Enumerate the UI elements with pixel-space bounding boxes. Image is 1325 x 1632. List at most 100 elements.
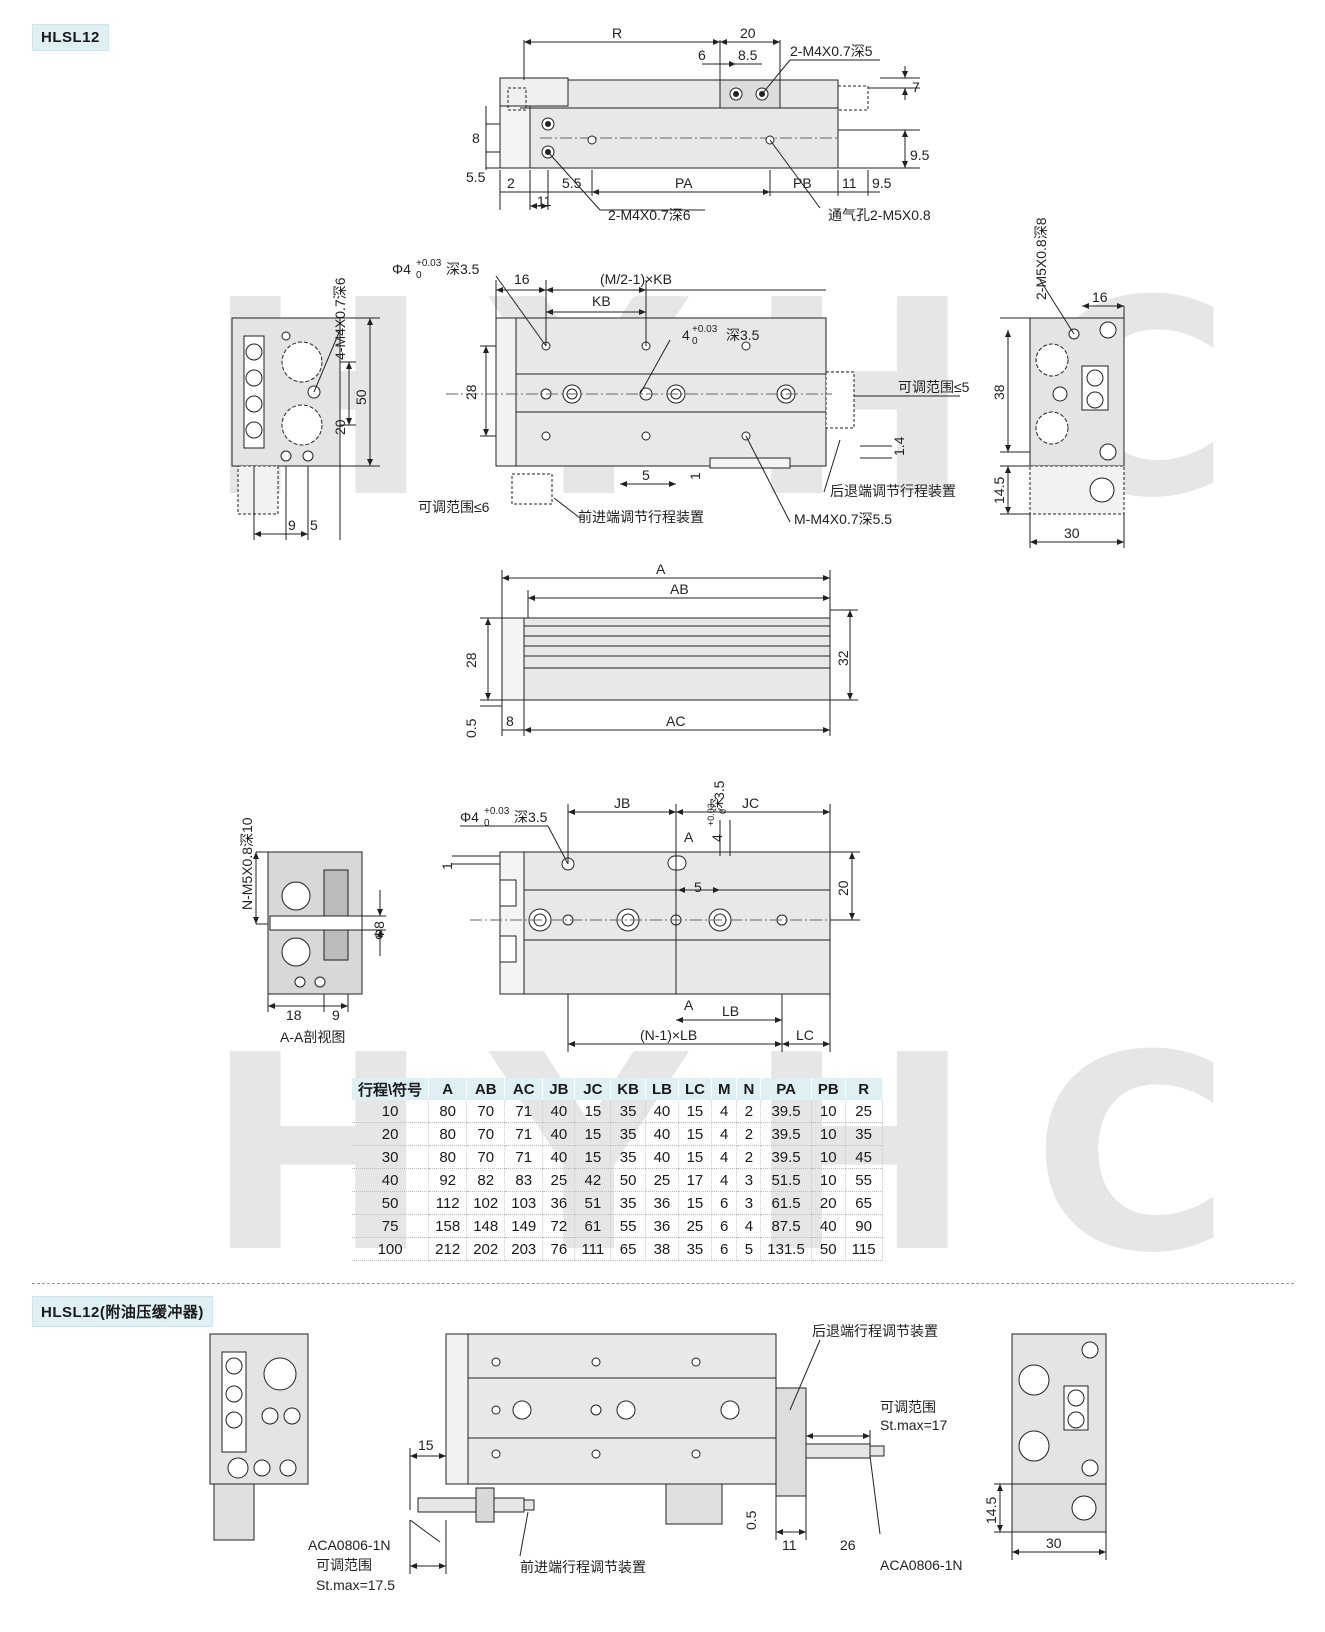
- table-cell: 4: [711, 1122, 738, 1146]
- dim-2: 2: [507, 175, 515, 191]
- section-title-main: HLSL12: [32, 24, 109, 51]
- table-cell: 82: [466, 1168, 506, 1192]
- buffer-adjust-range-2: 可调范围: [316, 1557, 372, 1573]
- dim-50: 50: [353, 389, 369, 405]
- section-divider: [32, 1283, 1294, 1284]
- buffer-adjust-range-1: 可调范围: [880, 1399, 936, 1415]
- slot-tol-lower: 0: [718, 809, 728, 814]
- table-cell: 102: [466, 1191, 506, 1215]
- dim-n-lb: (N-1)×LB: [640, 1027, 697, 1043]
- dim-9-section: 9: [332, 1007, 340, 1023]
- shock-absorber-left: ACA0806-1N: [308, 1537, 391, 1553]
- table-cell: 40: [542, 1122, 576, 1146]
- table-header-cell: LC: [678, 1078, 712, 1100]
- table-cell: 100: [352, 1237, 430, 1261]
- table-cell: 55: [845, 1168, 883, 1192]
- table-cell: 212: [428, 1237, 468, 1261]
- table-cell: 80: [428, 1100, 468, 1123]
- table-cell: 83: [504, 1168, 544, 1192]
- table-cell: 15: [574, 1145, 612, 1169]
- slot-tol-upper: +0.03: [706, 803, 716, 826]
- front-adjust-device: 前进端调节行程装置: [578, 509, 704, 525]
- table-header-cell: M: [711, 1078, 738, 1100]
- table-cell: 65: [610, 1237, 646, 1261]
- table-cell: 39.5: [760, 1145, 812, 1169]
- side-elevation: A AB 28 32 0.5 8 AC: [463, 561, 858, 738]
- table-cell: 61.5: [760, 1191, 812, 1215]
- table-cell: 50: [811, 1237, 846, 1261]
- table-cell: 2: [736, 1145, 762, 1169]
- table-cell: 70: [466, 1122, 506, 1146]
- dim-30-buffer: 30: [1046, 1535, 1062, 1551]
- table-cell: 92: [428, 1168, 468, 1192]
- table-cell: 55: [610, 1214, 646, 1238]
- table-cell: 131.5: [760, 1237, 812, 1261]
- dim-AC: AC: [666, 713, 685, 729]
- dim-LC: LC: [796, 1027, 814, 1043]
- thread-4-m4: 4-M4X0.7深6: [332, 277, 348, 360]
- dim-1-4: 1.4: [891, 436, 907, 456]
- dim-JC: JC: [742, 795, 759, 811]
- buffer-left-view: [209, 1333, 309, 1541]
- table-cell: 51: [574, 1191, 612, 1215]
- dim-1-side: 1: [687, 472, 703, 480]
- dim-LB: LB: [722, 1003, 739, 1019]
- pin-tol-lower: 0: [416, 270, 422, 281]
- thread-m-m4: M-M4X0.7深5.5: [794, 511, 892, 527]
- section-a-a: N-M5X0.8深10 Φ8 18 9 A-A剖视图: [239, 817, 387, 1045]
- hole-tol-lower: 0: [692, 336, 698, 347]
- table-cell: 6: [711, 1191, 738, 1215]
- table-cell: 90: [845, 1214, 883, 1238]
- right-end-view: 2-M5X0.8深8 16 38 14.5 30: [991, 217, 1125, 548]
- table-cell: 35: [610, 1145, 646, 1169]
- dim-38: 38: [991, 384, 1007, 400]
- buffer-side-view: 后退端行程调节装置 可调范围 St.max=17 15 0.5 11 26 AC…: [308, 1323, 963, 1593]
- vent-hole: 通气孔2-M5X0.8: [828, 207, 931, 223]
- buffer-stmax-17: St.max=17: [880, 1417, 948, 1433]
- table-header-cell: A: [428, 1078, 468, 1100]
- table-header-cell: R: [845, 1078, 883, 1100]
- table-cell: 10: [352, 1100, 430, 1123]
- table-header-cell: PA: [760, 1078, 812, 1100]
- section-mark-bottom: A: [684, 997, 694, 1013]
- pin-depth: 深3.5: [446, 261, 480, 277]
- dim-28-side: 28: [463, 384, 479, 400]
- pin-tol-upper: +0.03: [416, 258, 442, 269]
- table-cell: 10: [811, 1122, 846, 1146]
- shock-absorber-right: ACA0806-1N: [880, 1557, 963, 1573]
- table-cell: 71: [504, 1100, 544, 1123]
- dim-JB: JB: [614, 795, 630, 811]
- dim-A: A: [656, 561, 666, 577]
- table-cell: 61: [574, 1214, 612, 1238]
- table-cell: 2: [736, 1122, 762, 1146]
- buffer-rear-device: 后退端行程调节装置: [812, 1323, 938, 1339]
- table-header-cell: AB: [466, 1078, 506, 1100]
- table-cell: 15: [574, 1100, 612, 1123]
- dim-14-5-buffer: 14.5: [983, 1497, 999, 1524]
- table-cell: 40: [645, 1122, 679, 1146]
- dim-7: 7: [912, 79, 920, 95]
- dim-5-bottom: 5: [694, 879, 702, 895]
- dim-9: 9: [288, 517, 296, 533]
- dim-5-side: 5: [642, 467, 650, 483]
- thread-m5-depth8: 2-M5X0.8深8: [1033, 217, 1049, 300]
- pin-phi4: Φ4: [392, 261, 411, 277]
- table-cell: 35: [610, 1122, 646, 1146]
- table-cell: 202: [466, 1237, 506, 1261]
- dim-6: 6: [698, 47, 706, 63]
- dim-20: 20: [740, 25, 756, 41]
- table-cell: 20: [811, 1191, 846, 1215]
- dim-R: R: [612, 25, 622, 41]
- table-header-cell: AC: [504, 1078, 544, 1100]
- dim-phi8: Φ8: [371, 921, 387, 940]
- bottom-pin-depth: 深3.5: [514, 809, 548, 825]
- table-cell: 15: [678, 1122, 712, 1146]
- adjust-range-6: 可调范围≤6: [418, 499, 490, 515]
- table-cell: 15: [574, 1122, 612, 1146]
- table-header-cell: JB: [542, 1078, 576, 1100]
